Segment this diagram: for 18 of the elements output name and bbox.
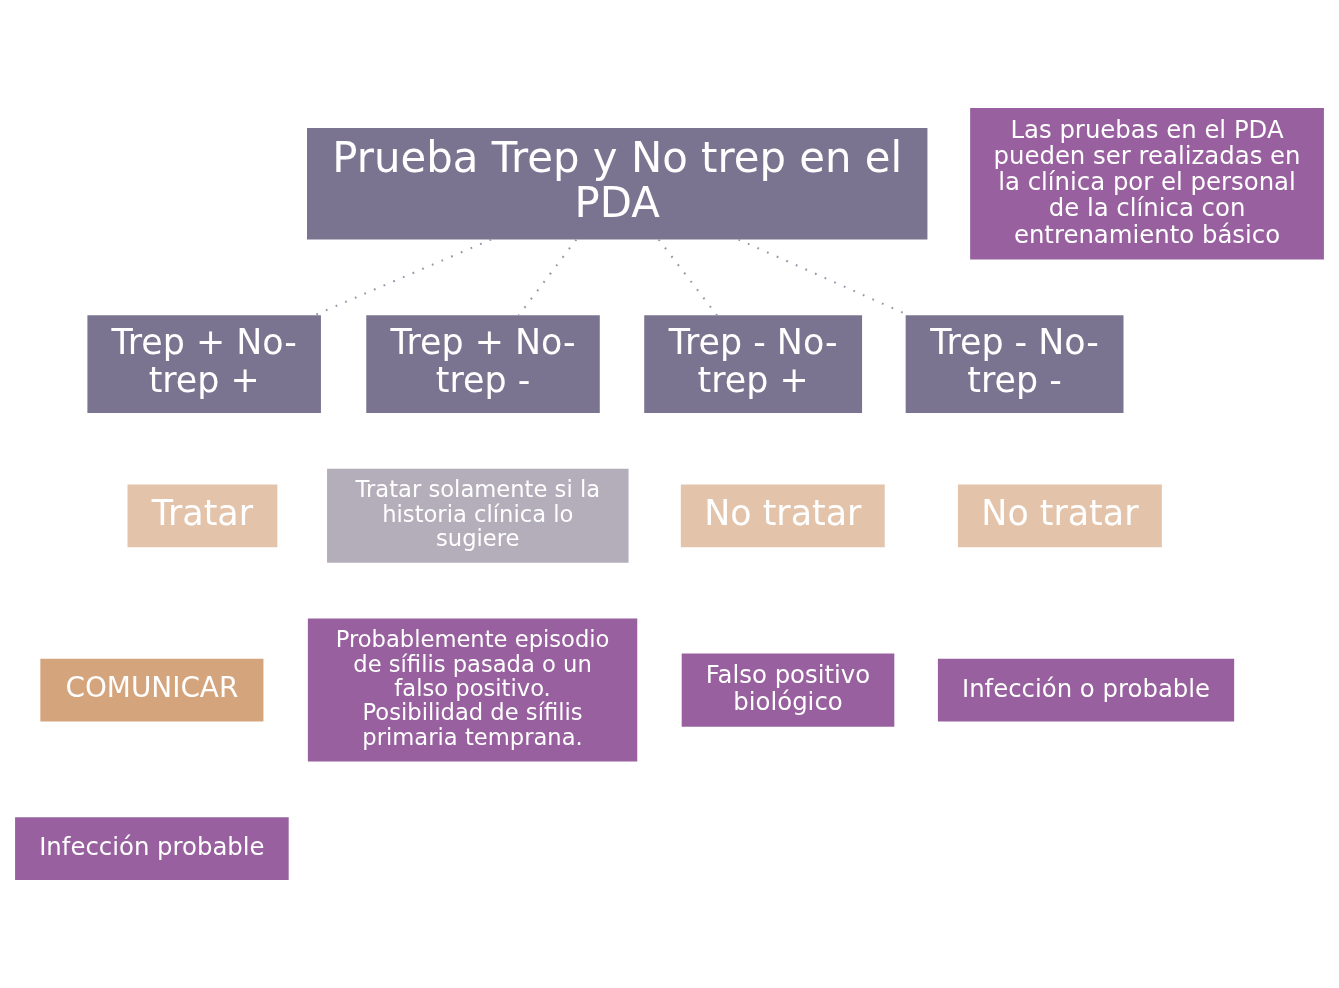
node-box: Prueba Trep y No trep en el PDA xyxy=(307,128,928,240)
node-box: Infección probable xyxy=(15,817,289,881)
node-box: COMUNICAR xyxy=(40,658,264,722)
node-box: No tratar xyxy=(680,484,885,548)
node-box: Trep + No-trep + xyxy=(87,315,321,413)
connector xyxy=(657,238,718,316)
node-box: Trep + No-trep - xyxy=(366,315,600,413)
node-box: Tratar xyxy=(127,484,278,548)
node-box: Trep - No-trep + xyxy=(644,315,863,413)
node-box: Trep - No-trep - xyxy=(905,315,1124,413)
node-box: Las pruebas en el PDA pueden ser realizadas en la clínica por el personal de la clínica con entrenamiento básico xyxy=(970,107,1324,260)
connector xyxy=(517,238,578,316)
node-box: Infección o probable xyxy=(937,658,1235,722)
connector xyxy=(313,238,492,317)
node-box: Tratar solamente si la historia clínica lo sugiere xyxy=(327,468,629,563)
node-box: Falso positivo biológico xyxy=(681,653,895,727)
node-box: No tratar xyxy=(957,484,1162,548)
node-box: Probablemente episodio de sífilis pasada o un falso positivo. Posibilidad de sífilis primaria temprana. xyxy=(307,618,638,762)
